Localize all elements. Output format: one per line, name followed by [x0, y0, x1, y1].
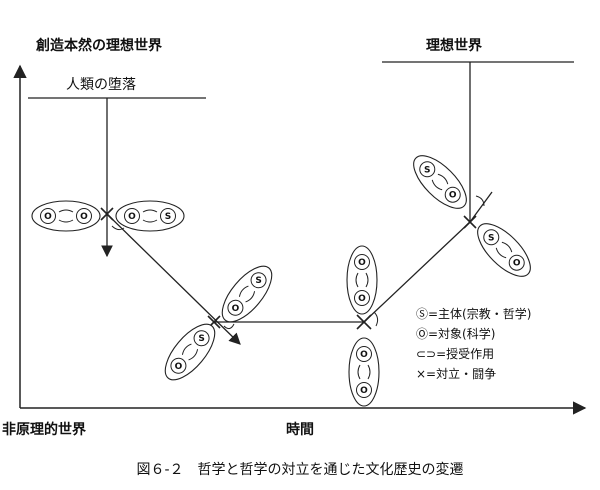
- figure-caption: 図６-２ 哲学と哲学の対立を通じた文化歴史の変遷: [136, 461, 463, 478]
- node-0-bottom-letter: O: [80, 212, 88, 222]
- conflict-mark-3: [356, 311, 379, 330]
- node-top-upper: [404, 146, 476, 218]
- legend-give-receive: ⊂⊃=授受作用: [416, 346, 494, 361]
- fall-label: 人類の堕落: [66, 76, 136, 93]
- legend-conflict: ×=対立・闘争: [416, 366, 496, 381]
- node-2-bottom-letter: O: [232, 304, 240, 314]
- node-6-bottom-letter: O: [449, 191, 457, 201]
- node-mid-upper: [213, 257, 281, 331]
- legend-subject: Ⓢ=主体(宗教・哲学): [416, 306, 531, 321]
- node-0-top-letter: O: [44, 212, 52, 222]
- node-7-bottom-letter: O: [513, 259, 521, 269]
- legend-object: Ⓞ=対象(科学): [416, 326, 495, 341]
- node-left-oso: [31, 200, 101, 232]
- conflict-mark-1: [100, 207, 125, 231]
- node-4-bottom-letter: O: [358, 294, 366, 304]
- node-top-lower: [468, 214, 540, 286]
- conflict-mark-4: [463, 195, 485, 229]
- ascent-path-3: [469, 191, 493, 223]
- node-5-top-letter: O: [360, 350, 368, 360]
- ideal-world-label: 理想世界: [426, 37, 483, 54]
- descent-path: [106, 213, 241, 345]
- node-1-top-letter: O: [128, 212, 136, 222]
- legend: Ⓢ=主体(宗教・哲学) Ⓞ=対象(科学) ⊂⊃=授受作用 ×=対立・闘争: [416, 306, 531, 381]
- node-7-top-letter: S: [488, 233, 494, 243]
- node-6-top-letter: S: [424, 165, 430, 175]
- node-mid-lower: [156, 315, 224, 389]
- node-5-bottom-letter: O: [360, 386, 368, 396]
- node-1-bottom-letter: S: [165, 212, 171, 222]
- node-4-top-letter: O: [358, 258, 366, 268]
- node-left-sos: [115, 200, 185, 232]
- ascent-path-1: [363, 221, 471, 323]
- time-axis-label: 時間: [286, 421, 314, 438]
- node-3-bottom-letter: O: [175, 362, 183, 372]
- node-letters: O O O S S O S O O O O O S O S O: [44, 165, 521, 396]
- non-principle-world-label: 非原理的世界: [2, 421, 87, 438]
- node-2-top-letter: S: [255, 276, 261, 286]
- node-3-top-letter: S: [198, 334, 204, 344]
- creation-world-label: 創造本然の理想世界: [35, 37, 163, 54]
